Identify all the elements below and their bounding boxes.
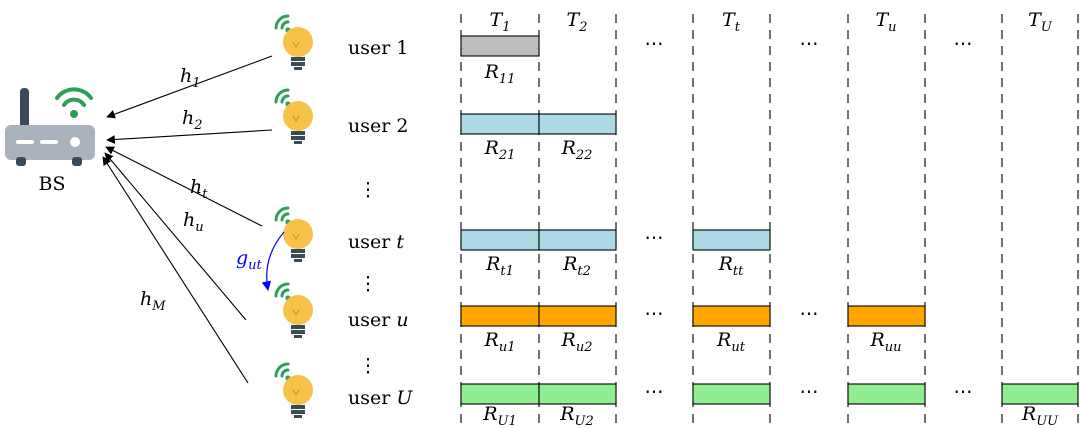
slot-header-t: Tt [722, 9, 741, 35]
slot-header-U: TU [1028, 9, 1053, 35]
user-label-t: user t [348, 231, 404, 253]
rate-block-RUt [692, 383, 771, 405]
user-vdots-1: ⋮ [359, 179, 378, 201]
user-U-bulb-icon [274, 362, 315, 420]
rate-label-Rt2: Rt2 [562, 253, 591, 279]
rate-block-R22 [538, 113, 617, 135]
rate-block-Ru1 [460, 305, 540, 327]
rate-block-Ru2 [538, 305, 617, 327]
user-2-bulb-icon [274, 88, 315, 146]
rate-block-RU2 [538, 383, 617, 405]
rate-label-RUU: RUU [1021, 403, 1059, 428]
rate-block-Rt1 [460, 229, 540, 251]
bs-router-icon [5, 87, 95, 166]
slot-header-1: T1 [490, 9, 511, 35]
rate-block-Rt2 [538, 229, 617, 251]
row-u-ellipsis-2: ⋯ [800, 303, 819, 325]
user-u-bulb-icon [274, 282, 315, 340]
channel-label-1: h1 [180, 65, 201, 91]
channel-arrow-2 [106, 129, 273, 144]
user-label-u: user u [348, 309, 409, 331]
user-vdots-2: ⋮ [359, 273, 378, 295]
channel-arrow-M [102, 156, 249, 384]
rate-label-RU2: RU2 [559, 403, 594, 428]
channel-arrow-t [105, 146, 263, 227]
slot-boundaries [460, 14, 1079, 428]
rate-label-Ruu: Ruu [869, 329, 901, 355]
rate-block-R11 [460, 35, 540, 57]
header-ellipsis-2: ⋯ [800, 33, 819, 55]
channel-label-M: hM [140, 288, 166, 314]
slot-header-2: T2 [567, 9, 588, 35]
header-ellipsis-3: ⋯ [954, 33, 973, 55]
rate-label-R11: R11 [484, 61, 516, 87]
rate-label-Ru2: Ru2 [561, 329, 593, 355]
channel-label-t: ht [190, 176, 208, 202]
user-vdots-3: ⋮ [359, 355, 378, 377]
rate-label-Rut: Rut [716, 329, 746, 355]
rate-block-Rtt [692, 229, 771, 251]
channel-label-2: h2 [182, 107, 203, 133]
user-label-1: user 1 [348, 37, 408, 59]
channel-arrow-u [104, 152, 247, 321]
rate-block-R21 [460, 113, 540, 135]
row-U-ellipsis-1: ⋯ [645, 381, 664, 403]
bs-label: BS [39, 173, 66, 195]
row-U-ellipsis-3: ⋯ [954, 381, 973, 403]
rate-label-R21: R21 [484, 137, 516, 163]
user-label-U: user U [348, 387, 413, 409]
row-u-ellipsis-1: ⋯ [645, 303, 664, 325]
rate-label-Ru1: Ru1 [484, 329, 516, 355]
interference-arrow [261, 231, 285, 291]
rate-label-Rt1: Rt1 [485, 253, 514, 279]
rate-block-Rut [692, 305, 771, 327]
rate-label-Rtt: Rtt [718, 253, 745, 279]
channel-label-u: hu [183, 209, 204, 235]
user-1-bulb-icon [274, 14, 315, 72]
user-label-2: user 2 [348, 115, 408, 137]
header-ellipsis-1: ⋯ [645, 33, 664, 55]
row-U-ellipsis-2: ⋯ [800, 381, 819, 403]
rate-block-Ruu [847, 305, 926, 327]
slot-header-u: Tu [875, 9, 896, 35]
rate-block-RU1 [460, 383, 540, 405]
rate-block-RUU [1001, 383, 1079, 405]
row-t-ellipsis: ⋯ [645, 227, 664, 249]
rate-label-R22: R22 [561, 137, 593, 163]
rate-label-RU1: RU1 [482, 403, 517, 428]
interference-label: gut [236, 247, 263, 273]
rate-block-RUu [847, 383, 926, 405]
channel-arrow-1 [106, 55, 273, 119]
